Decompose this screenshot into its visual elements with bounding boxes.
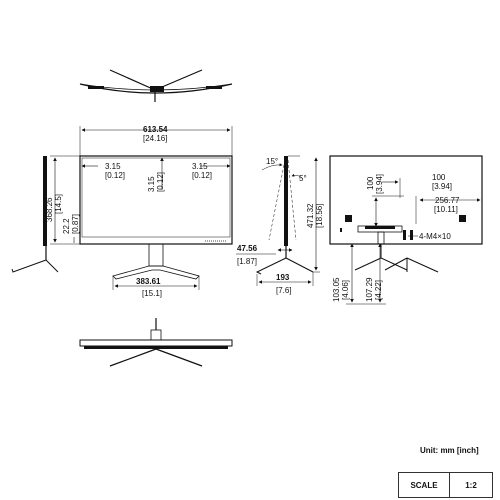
offset-mm: 256.77	[435, 196, 460, 205]
lower-b-in: [4.22]	[374, 280, 383, 300]
unit-note: Unit: mm [inch]	[420, 446, 479, 455]
border-top-mm: 3.15	[147, 176, 156, 192]
border-bottom-in: [0.87]	[71, 214, 80, 234]
scale-label: SCALE	[399, 473, 450, 497]
base-width-in: [15.1]	[142, 289, 162, 298]
screw-note: 4-M4×10	[419, 232, 451, 241]
left-side-view	[11, 156, 59, 273]
right-side-view	[236, 155, 320, 286]
front-height-in: [14.5]	[54, 194, 63, 214]
side-height-mm: 471.32	[306, 203, 315, 228]
front-width-mm: 613.54	[143, 125, 168, 134]
border-top-in: [0.12]	[156, 172, 165, 192]
lower-b-mm: 107.29	[365, 277, 374, 302]
front-view	[50, 126, 233, 290]
base-depth-mm: 193	[276, 273, 290, 282]
vesa-h-mm: 100	[432, 173, 446, 182]
vesa-h-in: [3.94]	[432, 182, 452, 191]
panel-depth-in: [1.87]	[237, 257, 257, 266]
rear-view	[329, 155, 483, 305]
lower-a-mm: 103.05	[332, 277, 341, 302]
vesa-v-in: [3.94]	[375, 174, 384, 194]
tilt-forward-angle: 5°	[299, 174, 307, 183]
vesa-v-mm: 100	[366, 176, 375, 190]
border-right-in: [0.12]	[192, 171, 212, 180]
front-height-mm: 368.26	[45, 197, 54, 222]
scale-value: 1:2	[465, 480, 477, 490]
tilt-back-angle: 15°	[266, 157, 278, 166]
offset-in: [10.11]	[434, 205, 458, 214]
panel-depth-mm: 47.56	[237, 244, 258, 253]
bottom-view	[79, 318, 233, 367]
border-left-in: [0.12]	[105, 171, 125, 180]
border-bottom-mm: 22.2	[62, 218, 71, 234]
top-view	[79, 69, 233, 102]
lower-a-in: [4.06]	[341, 280, 350, 300]
base-depth-in: [7.6]	[276, 286, 292, 295]
front-width-in: [24.16]	[143, 134, 167, 143]
base-width-mm: 383.61	[136, 277, 161, 286]
side-height-in: [18.56]	[315, 204, 324, 228]
scale-box: SCALE 1:2	[398, 472, 493, 498]
border-right-mm: 3.15	[192, 162, 208, 171]
border-left-mm: 3.15	[105, 162, 121, 171]
